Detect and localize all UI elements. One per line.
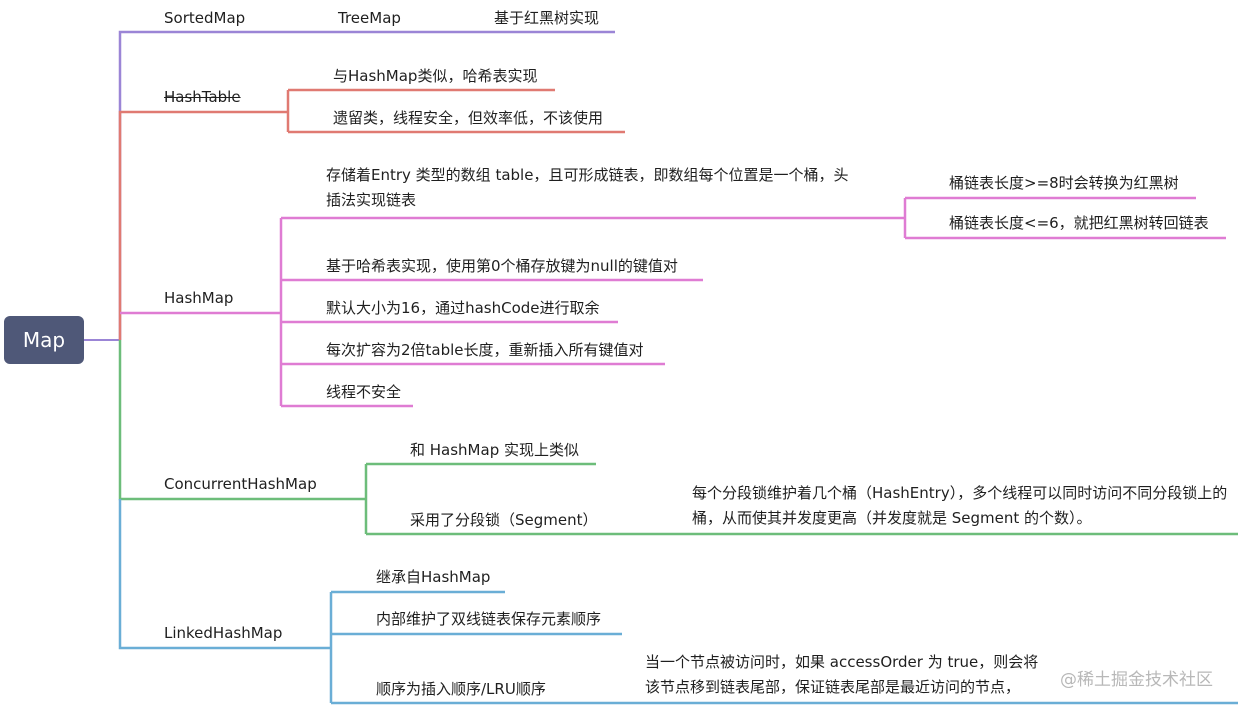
node-hashmap-unsafe[interactable]: 线程不安全 <box>326 383 402 401</box>
root-node[interactable]: Map <box>4 316 84 364</box>
node-hashmap-default-size[interactable]: 默认大小为16，通过hashCode进行取余 <box>326 299 600 317</box>
node-linked-doubly[interactable]: 内部维护了双线链表保存元素顺序 <box>376 610 602 628</box>
node-concurrent-detail[interactable]: 每个分段锁维护着几个桶（HashEntry），多个线程可以同时访问不同分段锁上的… <box>692 484 1228 527</box>
node-hashtable[interactable]: HashTable <box>164 88 241 106</box>
node-hashtable-legacy[interactable]: 遗留类，线程安全，但效率低，不该使用 <box>333 109 604 127</box>
node-hashmap-entry[interactable]: 存储着Entry 类型的数组 table，且可形成链表，即数组每个位置是一个桶，… <box>326 166 849 209</box>
node-hashmap-null-key[interactable]: 基于哈希表实现，使用第0个桶存放键为null的键值对 <box>326 257 678 275</box>
node-bucket-treeify[interactable]: 桶链表长度>=8时会转换为红黑树 <box>949 174 1179 192</box>
node-treemap[interactable]: TreeMap <box>338 9 401 27</box>
node-hashmap-resize[interactable]: 每次扩容为2倍table长度，重新插入所有键值对 <box>326 341 644 359</box>
concurrent-children-connector <box>364 462 1238 536</box>
hashmap-children-connector <box>279 216 905 408</box>
linked-children-connector <box>329 590 1238 705</box>
node-linked-extends[interactable]: 继承自HashMap <box>376 568 491 586</box>
node-linked-detail[interactable]: 当一个节点被访问时，如果 accessOrder 为 true，则会将该节点移到… <box>645 653 1039 696</box>
node-linked-order[interactable]: 顺序为插入顺序/LRU顺序 <box>376 680 546 698</box>
node-concurrenthashmap[interactable]: ConcurrentHashMap <box>164 475 317 493</box>
hashtable-children-connector <box>286 88 625 134</box>
node-treemap-note[interactable]: 基于红黑树实现 <box>494 9 600 27</box>
node-concurrent-segment[interactable]: 采用了分段锁（Segment） <box>410 511 598 529</box>
node-linkedhashmap[interactable]: LinkedHashMap <box>164 624 283 642</box>
node-hashmap[interactable]: HashMap <box>164 289 234 307</box>
node-sortedmap[interactable]: SortedMap <box>164 9 246 27</box>
hashtable-connector <box>118 110 288 340</box>
node-concurrent-similar[interactable]: 和 HashMap 实现上类似 <box>410 441 579 459</box>
bucket-connector <box>903 196 1226 240</box>
node-hashtable-similar[interactable]: 与HashMap类似，哈希表实现 <box>333 67 538 85</box>
linked-connector <box>118 499 331 650</box>
node-bucket-untreeify[interactable]: 桶链表长度<=6，就把红黑树转回链表 <box>949 214 1209 232</box>
watermark: @稀土掘金技术社区 <box>1060 670 1213 690</box>
